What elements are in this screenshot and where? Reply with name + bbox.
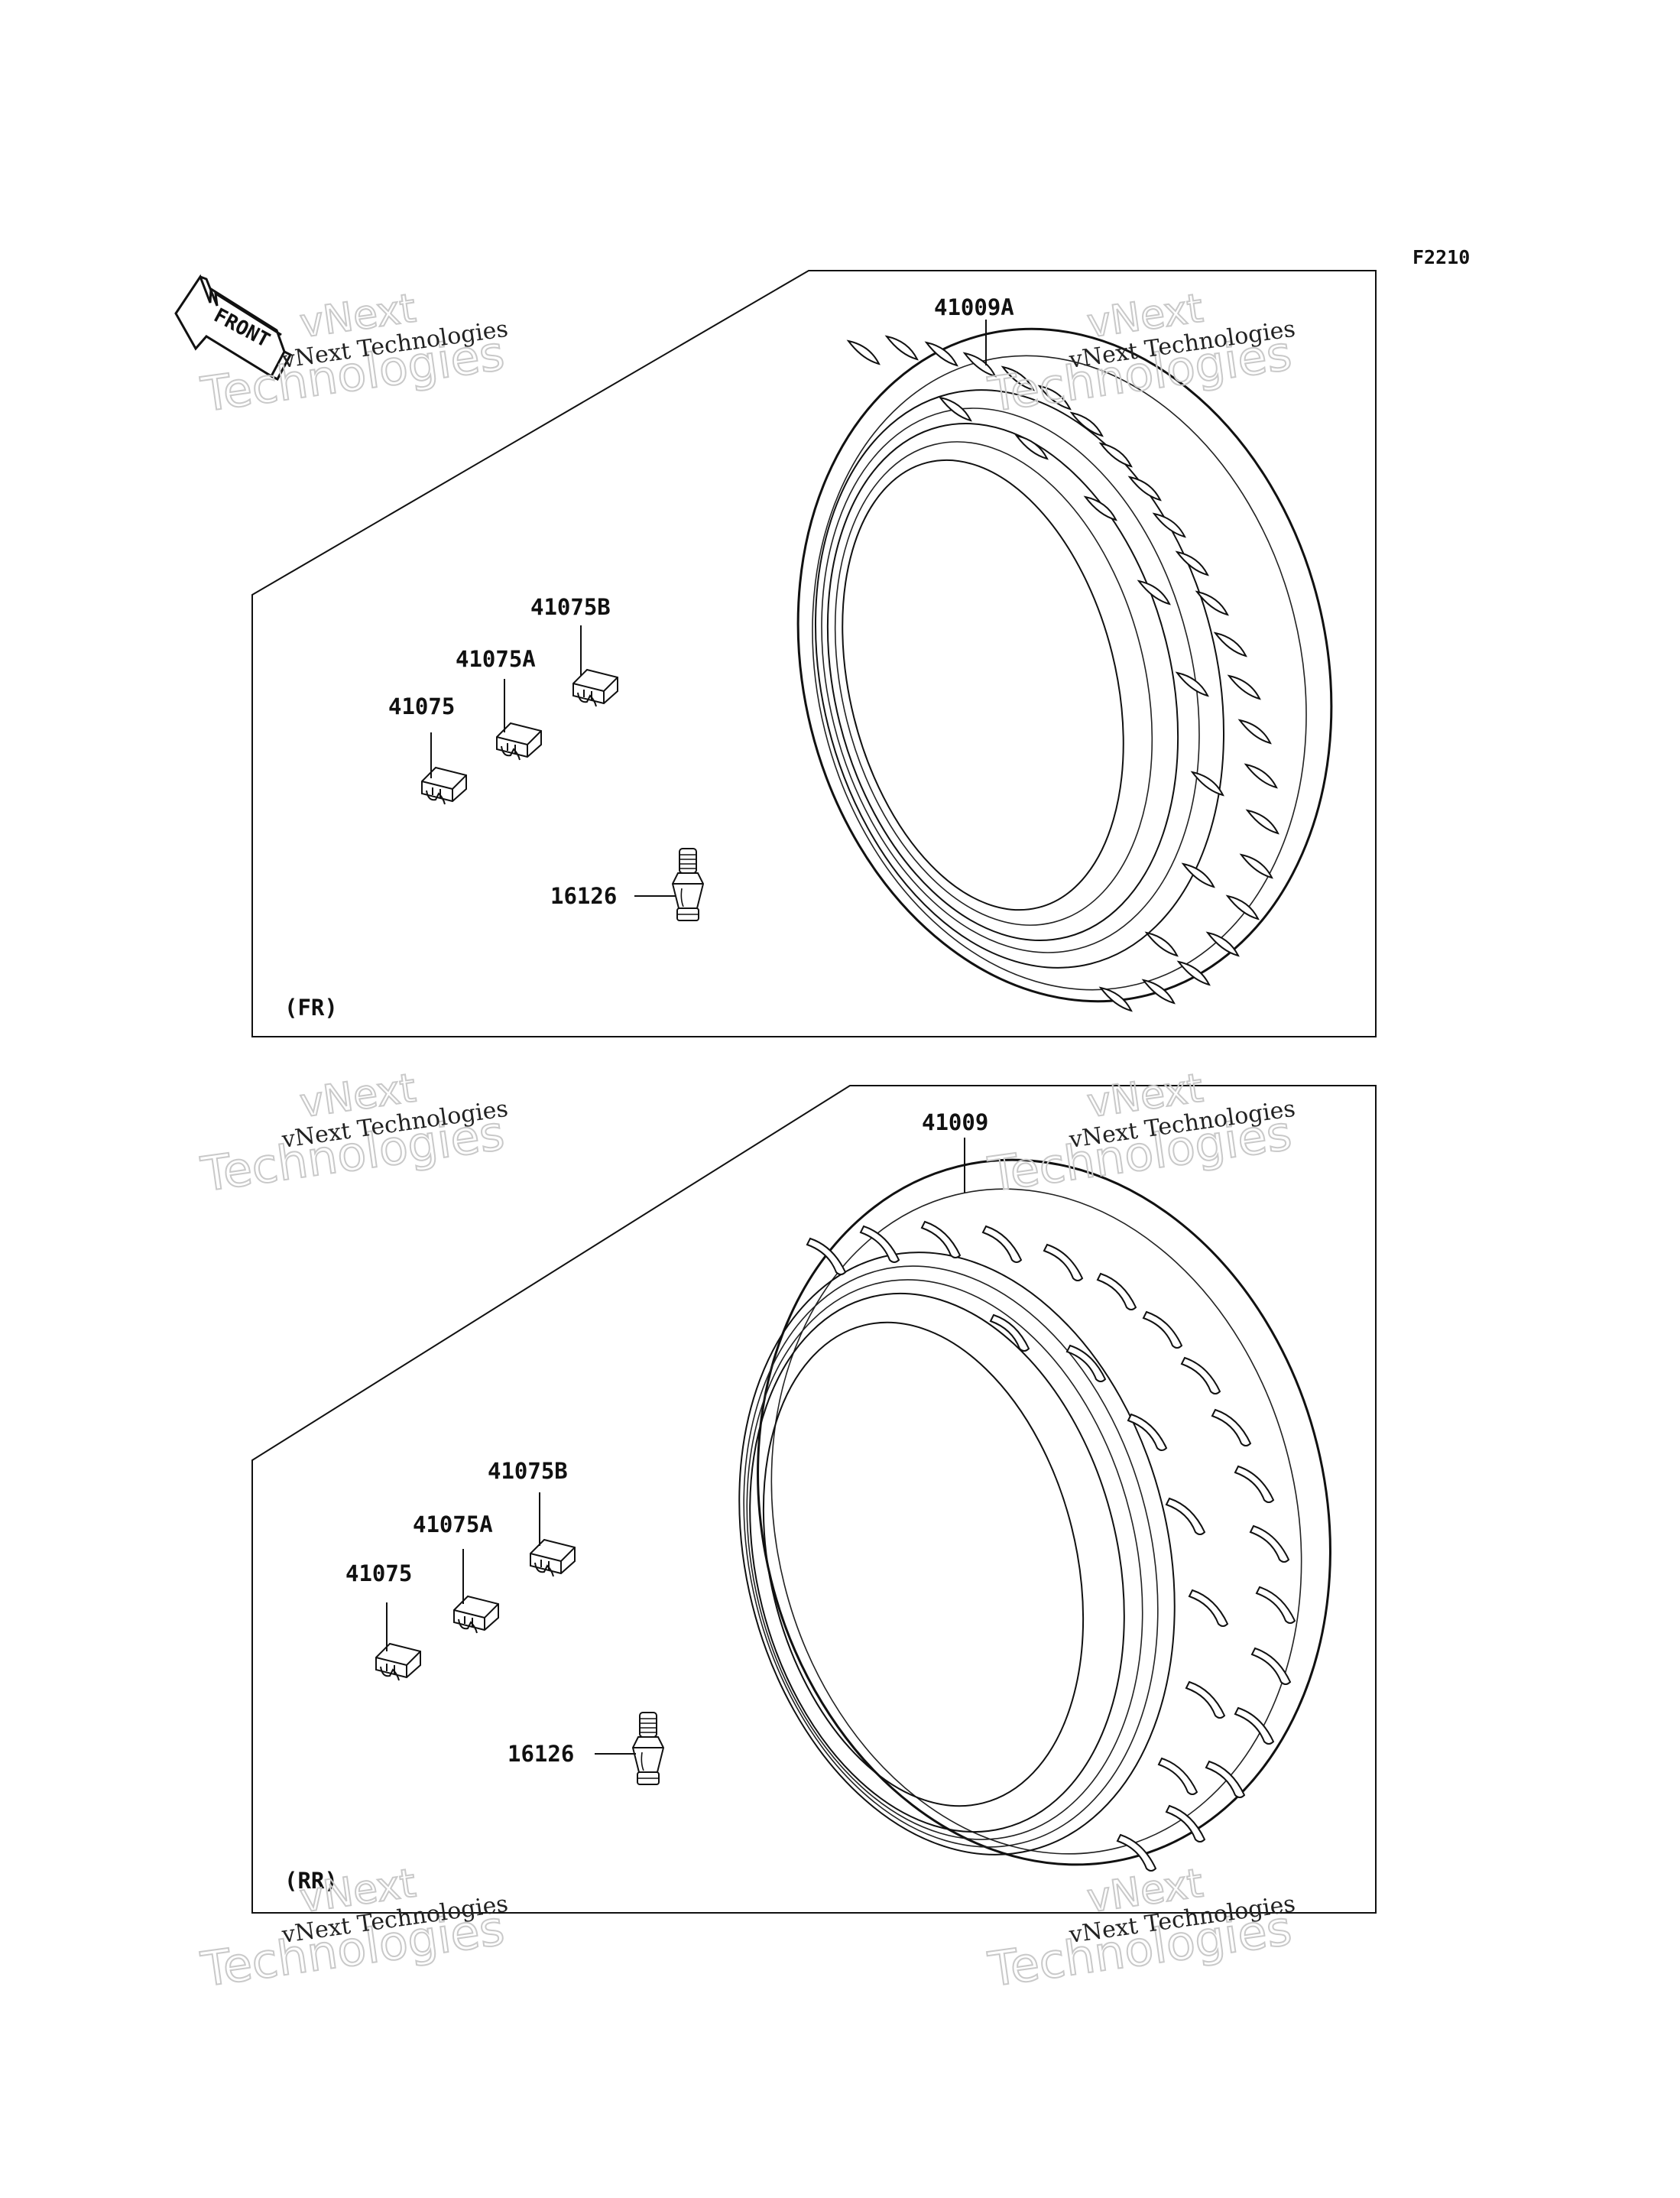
- front-tire-valve: 16126: [550, 848, 704, 921]
- front-weight-part-41075: 41075: [388, 693, 455, 719]
- rear-section-label: (RR): [284, 1868, 338, 1894]
- rear-tire-part-number: 41009: [922, 1109, 988, 1135]
- rear-balance-weights: 41075 41075A 41075B: [345, 1458, 576, 1681]
- front-balance-weights: 41075 41075A 41075B: [388, 594, 618, 805]
- rear-panel: (RR) 41009: [251, 1085, 1377, 1914]
- rear-weight-part-41075: 41075: [345, 1560, 412, 1586]
- front-valve-part-number: 16126: [550, 883, 617, 909]
- watermark-bottom-left: vNext Technologies vNext Technologies: [196, 1859, 509, 1998]
- front-panel: (FR) 41009A: [251, 270, 1377, 1037]
- rear-tire: [738, 1158, 1331, 1872]
- rear-weight-part-41075b: 41075B: [488, 1458, 568, 1484]
- watermark-bottom-right: vNext Technologies vNext Technologies: [984, 1859, 1296, 1998]
- watermark-mid-left: vNext Technologies vNext Technologies: [196, 1064, 509, 1203]
- figure-code: F2210: [1412, 246, 1470, 268]
- front-section-label: (FR): [284, 995, 338, 1021]
- front-weight-part-41075b: 41075B: [530, 594, 611, 620]
- rear-valve-part-number: 16126: [508, 1741, 574, 1767]
- front-panel-border: [251, 270, 1377, 1037]
- watermark-mid-right: vNext Technologies vNext Technologies: [984, 1064, 1296, 1203]
- rear-weight-part-41075a: 41075A: [413, 1511, 493, 1537]
- rear-panel-border: [251, 1085, 1377, 1914]
- front-tire: [796, 327, 1333, 1011]
- front-tire-part-number: 41009A: [934, 294, 1014, 320]
- rear-tire-valve: 16126: [508, 1712, 664, 1785]
- front-weight-part-41075a: 41075A: [456, 646, 536, 672]
